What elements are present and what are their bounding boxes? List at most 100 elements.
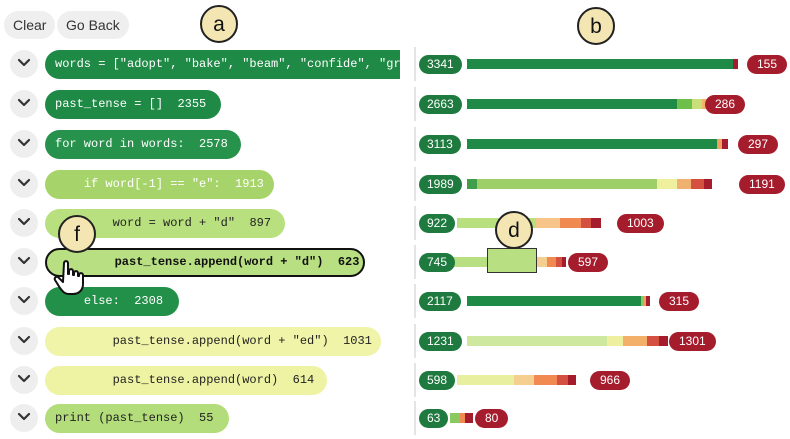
bar-segment[interactable] [659,336,668,346]
bar-segment[interactable] [467,296,642,306]
code-spacer [163,97,177,111]
bar-segment[interactable] [643,296,647,306]
chevron-down-icon[interactable] [10,404,38,432]
bar-segment[interactable] [465,413,473,423]
bar-segment[interactable] [533,375,558,385]
code-text: else: [83,294,120,308]
line-run-count: 55 [199,411,214,425]
code-line-pill[interactable]: past_tense = [] 2355 [45,90,221,119]
bar-segment[interactable] [556,257,563,267]
execution-bar[interactable] [467,59,738,69]
line-run-count: 2578 [199,137,228,151]
fail-count-badge: 597 [568,253,609,272]
fail-count-badge: 1003 [617,214,664,233]
bar-segment[interactable] [716,139,723,149]
bar-segment[interactable] [732,59,738,69]
bar-segment[interactable] [559,218,582,228]
code-indent [55,373,113,387]
bar-segment[interactable] [607,336,624,346]
execution-bar[interactable] [467,336,668,346]
code-spacer [329,334,343,348]
bar-segment[interactable] [691,179,705,189]
pass-count-badge: 1989 [419,175,462,194]
code-line-pill[interactable]: words = ["adopt", "bake", "beam", "confi… [45,50,400,79]
execution-bar[interactable] [467,139,728,149]
bar-segment[interactable] [467,99,678,109]
bar-segment[interactable] [513,375,535,385]
bar-segment[interactable] [467,139,718,149]
code-spacer [235,216,249,230]
pass-count-badge: 3341 [419,55,462,74]
segment-selection-box[interactable] [487,248,537,273]
code-line-pill[interactable]: print (past_tense) 55 [45,404,229,433]
code-line-row: else: 2308 [0,284,400,318]
chevron-down-icon[interactable] [10,90,38,118]
execution-bar[interactable] [467,296,650,306]
pass-count-badge: 745 [419,253,456,272]
code-line-pill[interactable]: past_tense.append(word + "ed") 1031 [45,327,381,356]
hand-pointer-icon [50,257,90,302]
chevron-down-icon[interactable] [10,170,38,198]
bar-segment[interactable] [450,413,461,423]
bar-segment[interactable] [535,218,561,228]
chevron-down-icon[interactable] [10,50,38,78]
code-spacer [120,294,134,308]
pass-count-badge: 1231 [419,332,462,351]
code-text: words = ["adopt", "bake", "beam", "confi… [55,57,400,71]
bar-segment[interactable] [467,336,608,346]
bar-segment[interactable] [467,59,734,69]
chevron-down-icon[interactable] [10,248,38,276]
bar-segment[interactable] [657,179,678,189]
chevron-down-icon[interactable] [10,130,38,158]
row-tick [414,127,416,161]
bar-segment[interactable] [531,257,548,267]
bar-segment[interactable] [467,179,478,189]
code-line-pill[interactable]: for word in words: 2578 [45,130,241,159]
code-indent [55,177,84,191]
bar-segment[interactable] [721,139,728,149]
bar-segment[interactable] [459,413,466,423]
code-text: past_tense.append(word + "d") [114,255,324,269]
bar-segment[interactable] [677,99,693,109]
bar-segment[interactable] [561,257,566,267]
code-spacer [221,177,235,191]
bar-segment[interactable] [557,375,569,385]
code-line-row: if word[-1] == "e": 1913 [0,167,400,201]
code-line-pill[interactable]: past_tense.append(word + "d") 623 [45,248,365,277]
bar-segment[interactable] [591,218,601,228]
code-spacer [185,411,199,425]
chevron-down-icon[interactable] [10,366,38,394]
bar-segment[interactable] [640,296,645,306]
code-spacer [278,373,292,387]
code-line-pill[interactable]: else: 2308 [45,287,179,316]
bar-segment[interactable] [581,218,593,228]
execution-bar[interactable] [467,99,718,109]
fail-count-badge: 1191 [739,175,785,194]
bar-segment[interactable] [457,375,515,385]
bar-segment[interactable] [547,257,557,267]
execution-bar[interactable] [450,413,473,423]
bar-segment[interactable] [567,375,576,385]
bar-segment[interactable] [647,336,660,346]
execution-bar[interactable] [467,179,712,189]
pass-count-badge: 3113 [419,135,461,154]
chevron-down-icon[interactable] [10,327,38,355]
go-back-button[interactable]: Go Back [57,11,129,39]
clear-button[interactable]: Clear [4,11,56,39]
bar-segment[interactable] [676,179,693,189]
chevron-down-icon[interactable] [10,209,38,237]
bar-segment[interactable] [476,179,658,189]
bar-segment[interactable] [623,336,648,346]
code-line-pill[interactable]: past_tense.append(word) 614 [45,366,327,395]
line-run-count: 2308 [134,294,164,308]
bar-segment[interactable] [646,296,650,306]
bar-segment[interactable] [703,179,712,189]
bar-segment[interactable] [692,99,703,109]
code-line-pill[interactable]: if word[-1] == "e": 1913 [45,170,274,199]
chevron-down-icon[interactable] [10,287,38,315]
execution-bar[interactable] [457,375,576,385]
